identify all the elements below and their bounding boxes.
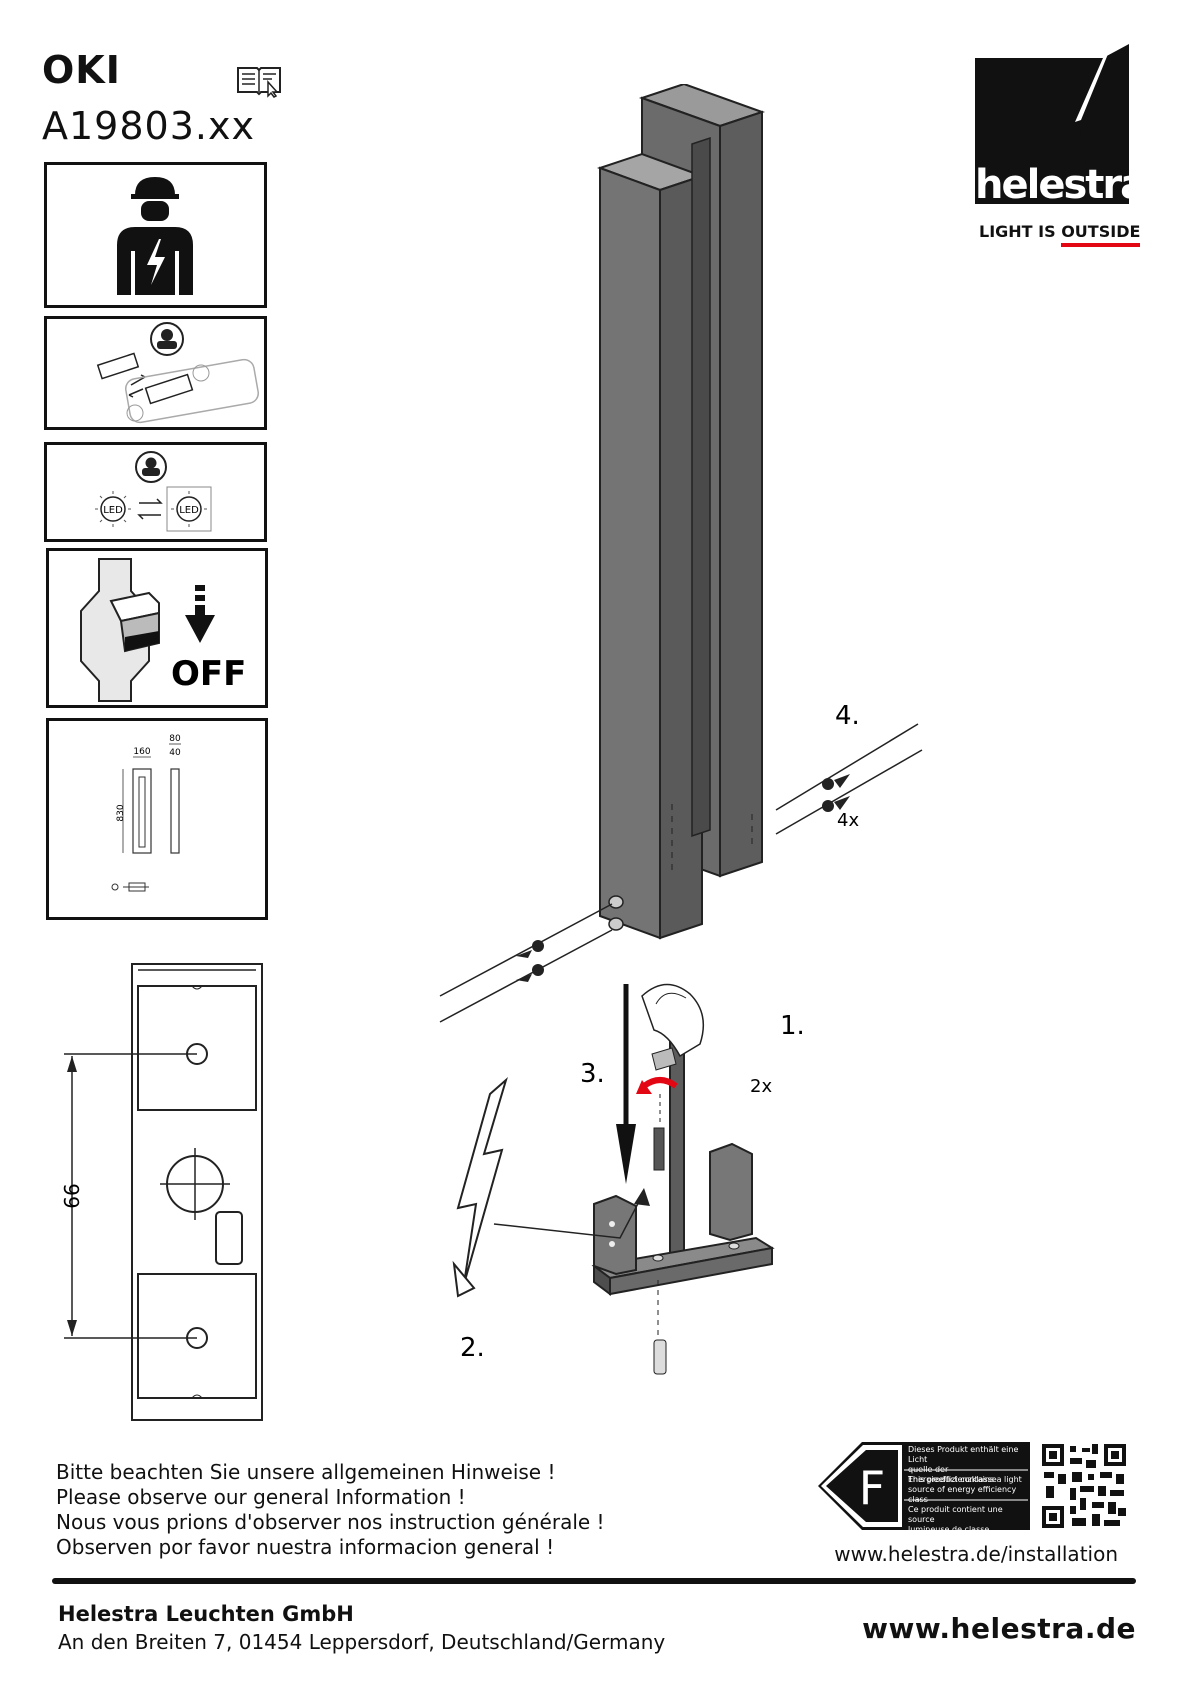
manual-book-icon [237,67,281,98]
electrician-icon [117,177,193,295]
power-off-panel: OFF [46,548,268,708]
notice-es: Observen por favor nuestra informacion g… [56,1535,555,1559]
assembly-drawing: 4. 4x 1. 2x 3. 2. [439,84,923,1375]
model-number: A19803.xx [42,104,255,148]
step-3-label: 3. [580,1059,605,1089]
dim-height: 830 [116,804,126,821]
dim-depth-b: 40 [169,748,181,758]
led-label-b: LED [179,505,199,516]
dimensions-panel: 160 80 40 830 [46,718,268,920]
logo-wordmark: helestra [975,162,1147,208]
footer-divider [52,1578,1136,1584]
electrician-panel [44,162,267,308]
helestra-logo: helestra LIGHT IS OUTSIDE [975,44,1147,254]
general-notice: Bitte beachten Sie unsere allgemeinen Hi… [56,1460,605,1560]
logo-mark-icon [975,44,1129,204]
notice-fr: Nous vous prions d'observer nos instruct… [56,1510,605,1534]
led-label-a: LED [103,505,123,516]
energy-class-arrow: F [818,1442,1030,1530]
step-4-label: 4. [835,701,860,731]
step-4-count: 4x [837,810,859,831]
dim-depth-a: 80 [169,734,181,744]
notice-en: Please observe our general Information ! [56,1485,466,1509]
energy-class-letter: F [859,1461,885,1515]
qr-code-icon[interactable] [1040,1442,1128,1530]
company-name: Helestra Leuchten GmbH [58,1602,354,1626]
company-address: An den Breiten 7, 01454 Leppersdorf, Deu… [58,1630,666,1654]
led-replacement-panel: LED LED [44,442,267,542]
product-name: OKI [42,48,121,92]
notice-de: Bitte beachten Sie unsere allgemeinen Hi… [56,1460,556,1484]
dimension-drawing: 160 80 40 830 [111,734,181,892]
dim-width: 160 [133,747,150,757]
mounting-plate-drawing: 99 [59,963,263,1421]
logo-tagline: LIGHT IS OUTSIDE [979,222,1141,247]
led-swap-icon: LED LED [95,451,212,532]
website-link[interactable]: www.helestra.de [862,1612,1136,1645]
circuit-breaker-off-icon: OFF [80,558,246,702]
hole-distance-label: 99 [59,1183,83,1208]
driver-replacement-panel [44,316,267,430]
step-2-label: 2. [460,1333,485,1363]
installation-link[interactable]: www.helestra.de/installation [834,1542,1118,1566]
driver-swap-icon [96,322,259,424]
step-1-label: 1. [780,1011,805,1041]
step-1-count: 2x [750,1076,772,1097]
off-label: OFF [171,654,246,694]
